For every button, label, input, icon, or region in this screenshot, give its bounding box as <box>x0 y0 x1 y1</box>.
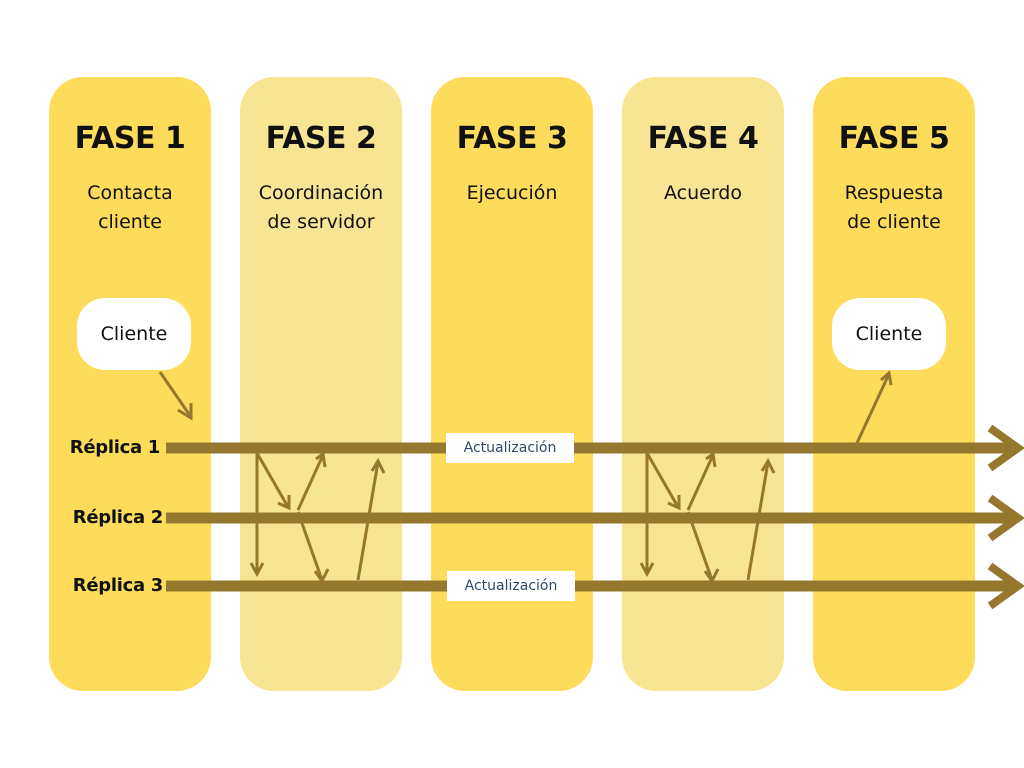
client-request-arrowhead <box>177 403 193 421</box>
replica-1-arrowhead <box>987 424 1024 472</box>
phase-title: FASE 4 <box>647 121 759 156</box>
phase-title: FASE 1 <box>74 121 186 156</box>
replica-3-arrowhead <box>987 562 1024 610</box>
phase-description: Contacta cliente <box>87 182 173 233</box>
agreement-messages <box>639 451 776 584</box>
coordination-messages <box>249 451 386 584</box>
client-box-response: Cliente <box>832 298 946 370</box>
client-response-arrowhead <box>880 370 893 386</box>
phase-description: Ejecución <box>466 182 558 204</box>
phase-description: Acuerdo <box>663 182 742 204</box>
replica-label-3: Réplica 3 <box>72 575 164 596</box>
client-response-arrow <box>855 373 891 444</box>
phase-title: FASE 3 <box>456 121 568 156</box>
replica-label-2: Réplica 2 <box>72 507 164 528</box>
phase-title: FASE 5 <box>838 121 950 156</box>
update-label-replica-1: Actualización <box>446 433 574 463</box>
phase-title: FASE 2 <box>265 121 377 156</box>
update-label-replica-3: Actualización <box>447 571 575 601</box>
replica-label-1: Réplica 1 <box>69 437 161 458</box>
client-label: Cliente <box>855 323 923 345</box>
client-label: Cliente <box>100 323 168 345</box>
phase-column-1: FASE 1 Contacta cliente <box>49 77 211 691</box>
phase-description: Respuesta de cliente <box>844 182 944 233</box>
replica-2-arrowhead <box>987 494 1024 542</box>
client-request-arrow <box>158 371 193 418</box>
phase-description: Coordinación de servidor <box>258 182 384 233</box>
client-box-request: Cliente <box>77 298 191 370</box>
